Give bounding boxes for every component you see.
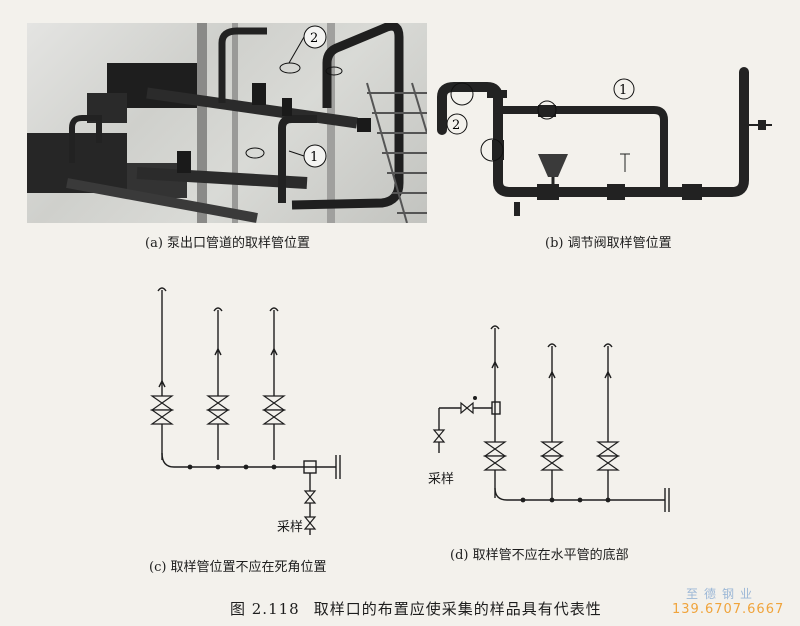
svg-text:2: 2 xyxy=(452,118,460,133)
figure-title: 取样口的布置应使采集的样品具有代表性 xyxy=(313,600,602,618)
panel-c-sample-label: 采样 xyxy=(277,520,304,535)
watermark-brand: 至德钢业 xyxy=(686,587,759,601)
panel-d-caption: (d) 取样管不应在水平管的底部 xyxy=(450,548,629,563)
diagram-pipe-bottom xyxy=(425,318,695,528)
watermark-phone: 139.6707.6667 xyxy=(672,602,785,617)
figure-caption: 图 2.118 取样口的布置应使采集的样品具有代表性 xyxy=(230,598,616,619)
figure-number: 图 2.118 xyxy=(230,600,300,618)
panel-c-caption: (c) 取样管位置不应在死角位置 xyxy=(149,560,327,575)
diagram-control-valve: 1 2 xyxy=(432,62,782,227)
marker-2-a: 2 xyxy=(310,31,318,46)
photo-pump-outlet: 2 1 xyxy=(27,23,427,223)
marker-1-a: 1 xyxy=(310,150,318,165)
diagram-dead-end xyxy=(140,285,360,545)
svg-text:1: 1 xyxy=(619,83,627,98)
panel-b-caption: (b) 调节阀取样管位置 xyxy=(545,236,672,251)
panel-a-caption: (a) 泵出口管道的取样管位置 xyxy=(145,236,311,251)
panel-d-sample-label: 采样 xyxy=(428,472,455,487)
